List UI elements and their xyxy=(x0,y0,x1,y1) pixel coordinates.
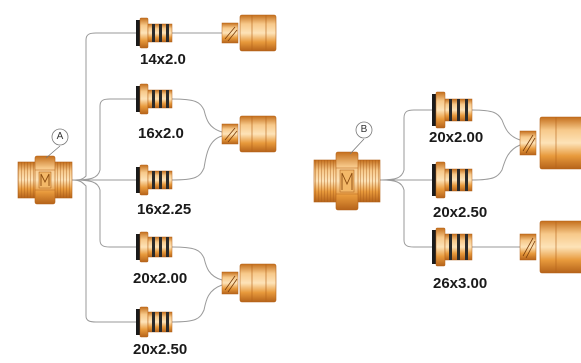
nut-a-2 xyxy=(221,115,277,153)
insert-b-3 xyxy=(432,227,473,267)
size-label-a-2: 16x2.0 xyxy=(138,125,184,142)
insert-a-5 xyxy=(136,306,173,338)
insert-a-1 xyxy=(136,17,173,49)
insert-a-3 xyxy=(136,164,173,196)
body-fitting-b xyxy=(313,151,381,211)
nut-b-1 xyxy=(519,116,581,170)
insert-a-4 xyxy=(136,231,173,263)
size-label-b-1: 20x2.00 xyxy=(429,129,484,146)
size-label-b-3: 26x3.00 xyxy=(433,275,488,292)
marker-a-circle xyxy=(45,128,69,159)
nut-a-3 xyxy=(221,263,277,303)
insert-b-2 xyxy=(432,161,473,199)
marker-b-label: B xyxy=(360,124,368,135)
insert-a-2 xyxy=(136,83,173,115)
body-fitting-a xyxy=(17,155,73,205)
nut-b-2 xyxy=(519,220,581,274)
size-label-a-5: 20x2.50 xyxy=(133,341,188,358)
size-label-a-1: 14x2.0 xyxy=(140,51,186,68)
size-label-b-2: 20x2.50 xyxy=(433,204,488,221)
marker-a-label: A xyxy=(56,131,64,142)
nut-a-1 xyxy=(221,14,277,52)
connector-lines-b xyxy=(379,109,521,248)
insert-b-1 xyxy=(432,91,473,129)
marker-b-circle xyxy=(349,121,373,155)
connector-lines-a xyxy=(71,32,223,323)
size-label-a-4: 20x2.00 xyxy=(133,270,188,287)
size-label-a-3: 16x2.25 xyxy=(137,201,192,218)
